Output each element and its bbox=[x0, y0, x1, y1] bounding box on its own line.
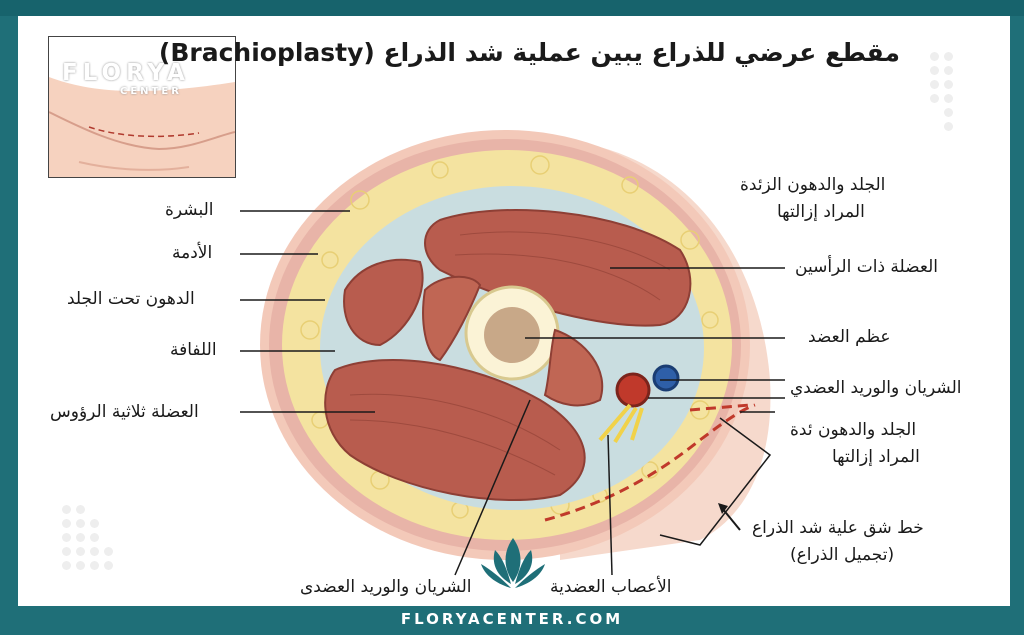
label-incision-line1: خط شق علية شد الذراع bbox=[752, 518, 924, 538]
label-epidermis: البشرة bbox=[165, 200, 214, 220]
label-triceps: العضلة ثلاثية الرؤوس bbox=[50, 402, 199, 422]
brachial-artery bbox=[615, 372, 651, 408]
incision-arrow-head bbox=[718, 503, 728, 514]
label-brachial-artery-vein-bottom: الشريان والوريد العضدى bbox=[300, 577, 472, 597]
coracobrachialis-muscle bbox=[422, 275, 482, 362]
biceps-muscle bbox=[424, 209, 692, 327]
label-fascia: اللفافة bbox=[170, 340, 217, 360]
brachialis-muscle bbox=[343, 258, 424, 347]
label-dermis: الأدمة bbox=[172, 243, 213, 263]
label-brachial-artery-vein-right: الشريان والوريد العضدي bbox=[790, 378, 962, 398]
footer-bar bbox=[0, 606, 1024, 635]
top-frame bbox=[0, 0, 1024, 16]
label-incision-line2: (تجميل الذراع) bbox=[790, 545, 895, 565]
bone-marrow bbox=[484, 307, 540, 363]
label-excess-skin-bottom-line2: المراد إزالتها bbox=[832, 447, 920, 467]
deep-muscle bbox=[543, 328, 604, 407]
label-subcutaneous-fat: الدهون تحت الجلد bbox=[67, 289, 195, 309]
label-excess-skin-top-line2: المراد إزالتها bbox=[777, 202, 865, 222]
label-biceps: العضلة ذات الرأسين bbox=[795, 257, 939, 277]
brachial-vein bbox=[652, 364, 680, 392]
footer-website: FLORYACENTER.COM bbox=[400, 610, 624, 628]
arm-thumbnail-drawing bbox=[49, 37, 235, 177]
brand-logo-text: FLORYA bbox=[62, 60, 190, 86]
brand-logo-subtext: CENTER bbox=[120, 86, 182, 97]
label-brachial-nerves: الأعصاب العضدية bbox=[550, 577, 672, 597]
label-excess-skin-top-line1: الجلد والدهون الزئدة bbox=[740, 175, 886, 195]
diagram-title: مقطع عرضي للذراع يبين عملية شد الذراع (B… bbox=[158, 38, 900, 67]
label-excess-skin-bottom-line1: الجلد والدهون ئدة bbox=[790, 420, 917, 440]
muscle-texture bbox=[349, 231, 671, 476]
excess-skin-bracket bbox=[659, 417, 772, 546]
incision-line-top bbox=[689, 403, 751, 412]
brachial-nerves bbox=[598, 403, 644, 444]
incision-arrow bbox=[721, 507, 741, 531]
arm-thumbnail bbox=[48, 36, 236, 178]
leader-lines bbox=[240, 210, 785, 576]
lotus-logo-icon bbox=[481, 538, 545, 588]
label-humerus: عظم العضد bbox=[808, 327, 891, 347]
